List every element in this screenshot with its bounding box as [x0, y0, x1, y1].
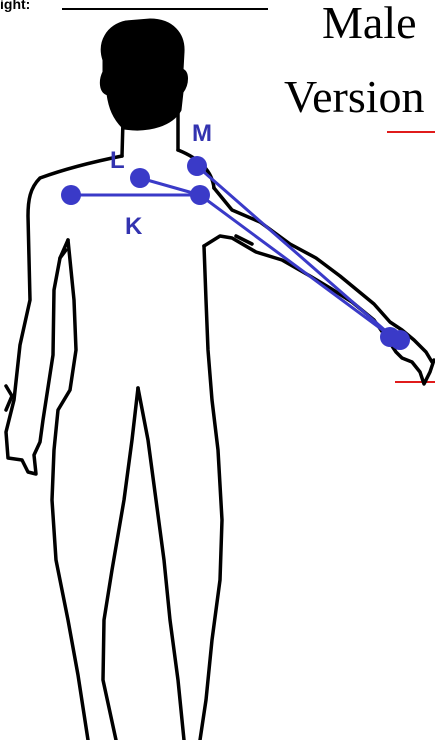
label-m: M — [192, 120, 212, 147]
landmark-wrist-2 — [390, 330, 410, 350]
label-k: K — [125, 213, 143, 240]
segment-l-arm — [200, 195, 396, 340]
landmark-m — [187, 156, 207, 176]
landmark-k-left — [61, 185, 81, 205]
landmark-points — [61, 156, 410, 350]
landmark-l — [130, 168, 150, 188]
segment-m — [197, 166, 396, 340]
measurement-lines — [71, 166, 396, 340]
label-l: L — [110, 147, 125, 174]
head-silhouette — [101, 20, 186, 129]
landmark-shoulder — [190, 185, 210, 205]
